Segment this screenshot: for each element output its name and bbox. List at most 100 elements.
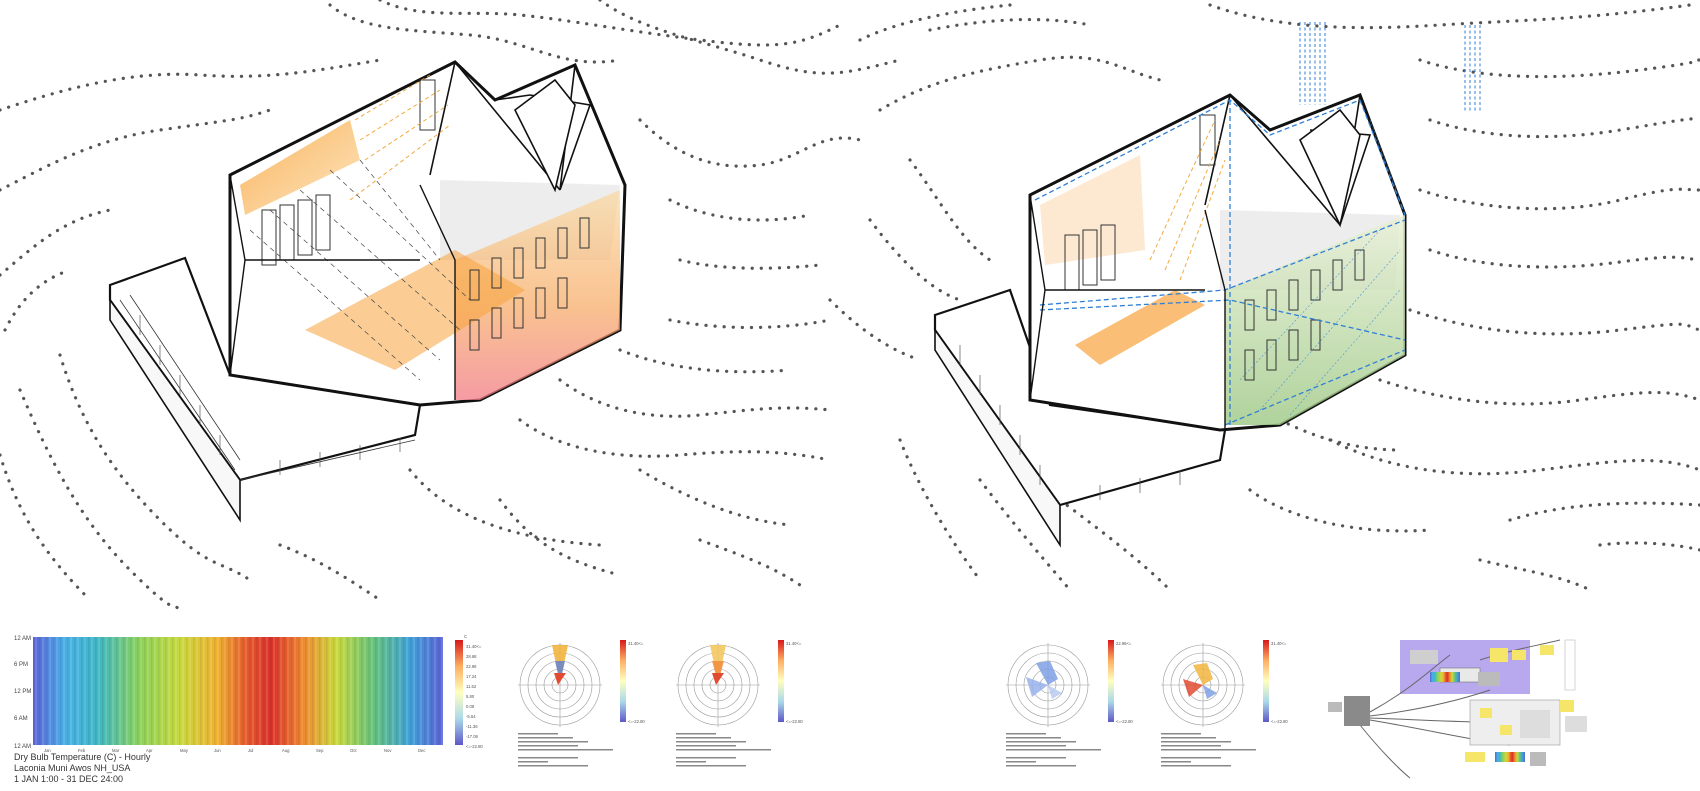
building-solar-study	[108, 60, 627, 523]
y-tick: 12 PM	[14, 689, 31, 695]
definition-gradient-component	[1495, 752, 1525, 762]
sun-rays	[349, 74, 451, 201]
y-tick: 6 PM	[14, 662, 28, 668]
contour-line	[408, 468, 602, 547]
contour-line	[1428, 116, 1700, 139]
legend-value: 5.80	[466, 694, 475, 699]
rose-petal	[1203, 685, 1217, 699]
rose-legend-bar	[778, 640, 784, 722]
facade-windows	[469, 217, 590, 351]
contour-line	[278, 543, 382, 602]
definition-gradient-component	[1430, 672, 1460, 682]
y-tick: 12 AM	[14, 636, 31, 642]
definition-component	[1480, 708, 1492, 718]
heatmap-texture	[33, 637, 443, 745]
definition-component	[1490, 648, 1508, 662]
house-inner-edges	[1029, 194, 1226, 430]
contour-line	[378, 0, 842, 47]
dormer	[1298, 108, 1361, 228]
contour-line	[18, 388, 182, 612]
legend-value: 17.24	[466, 674, 477, 679]
contour-line	[1598, 541, 1700, 552]
month-label: Jun	[214, 748, 221, 753]
rose-legend-min: <=-22.80	[1116, 719, 1133, 724]
contour-line	[868, 218, 962, 302]
legend-value: <=-22.80	[466, 744, 483, 749]
rose-petal	[1193, 663, 1213, 685]
legend-value: -11.36	[466, 724, 478, 729]
definition-component	[1560, 700, 1574, 712]
rose-petal	[555, 661, 565, 683]
legend-value: 0.08	[466, 704, 475, 709]
rose-legend-bar	[1263, 640, 1269, 722]
roof-ridges	[1204, 94, 1372, 226]
month-label: May	[180, 748, 189, 753]
contour-line	[928, 17, 1092, 32]
contour-line	[878, 55, 1162, 112]
heatmap-caption-line: 1 JAN 1:00 - 31 DEC 24:00	[14, 774, 123, 784]
contour-line	[0, 108, 272, 192]
definition-component	[1520, 710, 1550, 738]
facade-windows	[1244, 249, 1365, 381]
contour-line	[978, 478, 1072, 592]
contour-line	[328, 3, 622, 64]
contour-line	[678, 258, 822, 270]
contour-line	[1058, 498, 1172, 592]
definition-component	[1465, 752, 1485, 762]
month-label: Dec	[418, 748, 425, 753]
contour-line	[638, 468, 792, 527]
contour-line	[668, 198, 812, 222]
terrace-deck-base	[109, 297, 241, 523]
month-label: Aug	[282, 748, 290, 753]
rose-petal	[554, 673, 566, 685]
definition-component	[1500, 725, 1512, 735]
heatmap-legend-values: 31.40<= 28.68 22.96 17.24 11.52 5.80 0.0…	[466, 644, 483, 749]
facade-radiation	[455, 190, 620, 400]
contour-line	[518, 418, 832, 462]
roof-radiation-patch	[240, 120, 360, 215]
definition-component	[1565, 716, 1587, 732]
contour-line	[1478, 558, 1592, 592]
contour-line	[908, 158, 992, 262]
rose-caption-lines	[1161, 733, 1256, 767]
legend-value: 22.96	[466, 664, 477, 669]
floor-radiation-patch	[1075, 290, 1205, 365]
contour-line	[3, 268, 72, 332]
temperature-heatmap: 12 AM 6 PM 12 PM 6 AM 12 AM Jan Feb Mar …	[14, 634, 483, 784]
contour-line	[0, 453, 92, 602]
rose-legend-bar	[1108, 640, 1114, 722]
railing-posts	[139, 315, 401, 475]
definition-component	[1530, 752, 1546, 766]
railing-posts	[959, 345, 1181, 500]
contour-line	[1508, 501, 1700, 522]
contour-line	[598, 0, 902, 75]
definition-component	[1328, 702, 1342, 712]
legend-value: -17.08	[466, 734, 479, 739]
definition-component	[1344, 696, 1370, 726]
month-label: Oct	[350, 748, 357, 753]
contour-line	[1428, 248, 1700, 269]
wind-rose-1: 31.40<= <=-22.80	[518, 640, 645, 767]
legend-value: 31.40<=	[466, 644, 482, 649]
rose-legend-max: 22.96<=	[1116, 641, 1132, 646]
definition-component	[1512, 650, 1526, 660]
contour-line	[638, 118, 862, 168]
contour-line	[698, 538, 802, 587]
ventilation-stacks	[1299, 22, 1481, 112]
definition-component	[1410, 650, 1438, 664]
definition-component	[1564, 639, 1576, 691]
contour-line	[0, 208, 112, 277]
legend-value: 11.52	[466, 684, 477, 689]
contour-line	[1378, 378, 1700, 406]
y-tick: 6 AM	[14, 716, 28, 722]
wind-rose-3: 22.96<= <=-22.80	[1006, 640, 1133, 767]
rose-petal	[1048, 685, 1062, 699]
definition-component	[1540, 645, 1554, 655]
contour-line	[858, 3, 1012, 42]
month-label: Mar	[112, 748, 120, 753]
contour-line	[58, 353, 252, 582]
contour-line	[668, 318, 832, 330]
terrace-deck-base	[934, 327, 1061, 548]
wind-rose-2: 31.40<= <=-22.80	[676, 640, 803, 767]
